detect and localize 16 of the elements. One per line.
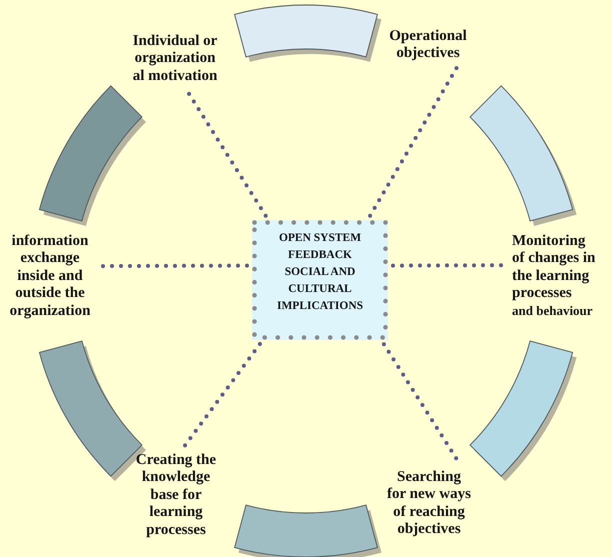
dotted-connector [181, 342, 262, 450]
ring-segment [469, 340, 578, 483]
factor-label: information exchange inside and outside the organization [9, 233, 91, 320]
factor-label: Creating the knowledge base for learning processes [135, 452, 217, 540]
factor-label: Monitoring of changes in the learning processes [512, 233, 596, 303]
ring-segment [469, 84, 578, 227]
hub-box [252, 220, 388, 340]
ring-segment [233, 504, 383, 557]
ring-segment [233, 4, 383, 63]
dotted-connector [368, 65, 460, 218]
factor-label: and behaviour [512, 302, 594, 318]
hub-text: OPEN SYSTEM FEEDBACK SOCIAL AND CULTURAL IMPLICATIONS [276, 231, 364, 314]
factor-label: Operational objectives [388, 28, 468, 63]
factor-label: Searching for new ways of reaching objectives [386, 469, 472, 539]
factor-label: Individual or organization al motivation [132, 33, 218, 86]
ring-segment [38, 84, 147, 227]
